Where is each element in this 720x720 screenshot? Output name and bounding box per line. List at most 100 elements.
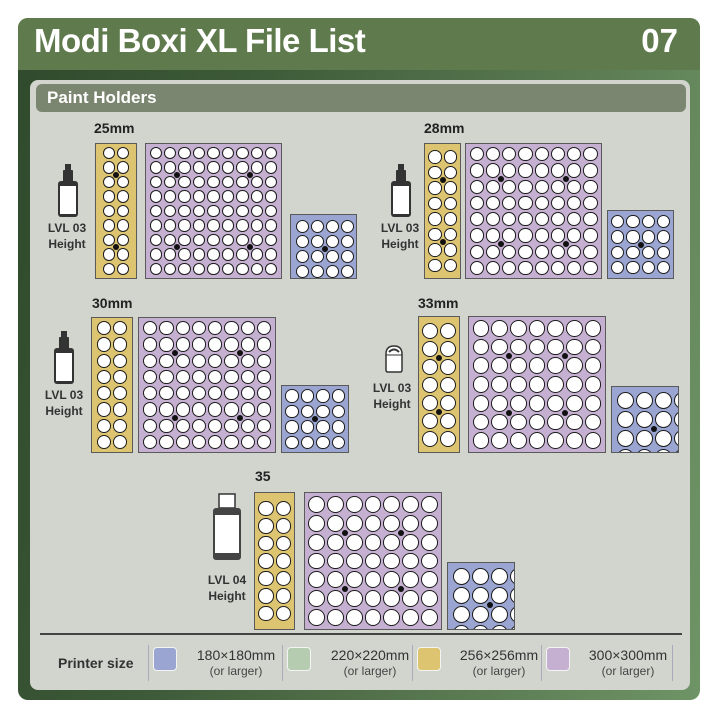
magnet-dot [439,177,446,183]
hole [113,321,128,336]
hole [224,402,239,417]
hole [308,533,325,551]
hole [656,245,670,259]
hole [250,190,264,203]
height-label-28mm: LVL 03 Height [375,220,425,252]
hole [117,190,130,203]
hole [472,357,490,375]
hole [655,411,672,428]
hole [472,568,489,585]
hole [326,220,339,233]
hole [102,190,115,203]
hole [285,389,299,403]
legend-swatch-300 [546,647,570,671]
hole [502,212,517,227]
hole [149,190,162,203]
hole [159,321,174,336]
hole [567,179,582,194]
hole [326,235,339,248]
magnet-dot [637,241,644,248]
hole [472,338,490,356]
hole [163,147,177,160]
hole [296,235,309,248]
hole [472,413,490,431]
hole [207,175,220,189]
hole [102,175,115,189]
hole [102,248,115,261]
height-caption: Height [373,397,411,411]
hole [491,568,508,585]
hole [383,552,401,570]
legend-title: Printer size [58,655,134,671]
hole [208,418,223,433]
legend-label-180: 180×180mm [196,647,276,663]
hole [485,260,500,275]
tray-300-28mm [465,143,602,279]
hole [326,609,344,626]
hole [583,228,598,243]
hole [469,163,484,178]
hole [236,175,249,189]
hole [175,386,190,401]
hole [316,404,330,418]
hole [502,195,517,210]
hole [440,394,456,411]
hole [472,606,489,623]
magnet-dot [651,426,657,432]
hole [383,533,401,551]
magnet-dot [439,239,446,245]
legend-sub-180: (or larger) [209,664,263,678]
hole [584,376,602,393]
hole [617,392,634,409]
hole [143,369,158,384]
hole [509,320,527,337]
hole [102,147,115,160]
magnet-dot [174,244,181,251]
hole [356,265,357,278]
hole [547,432,565,449]
hole [250,175,264,189]
hole [163,233,177,247]
hole [383,571,401,589]
hole [428,165,442,179]
hole [341,235,354,248]
magnet-dot [341,586,348,593]
hole [617,411,634,428]
hole [221,175,235,189]
hole [117,219,130,232]
hole [331,420,345,434]
hole [256,386,271,401]
hole [550,212,565,227]
hole [583,147,598,162]
tall-bottle-icon [213,493,241,560]
dropper-bottle-icon [58,164,78,217]
hole [345,609,363,626]
tray-180-35 [447,562,515,630]
height-label-30mm: LVL 03 Height [39,387,89,419]
hole [655,430,672,447]
hole [518,163,533,178]
hole [224,337,239,352]
hole [364,533,382,551]
hole [296,265,309,278]
hole [192,262,206,275]
hole [331,435,345,449]
magnet-dot [236,414,243,421]
hole [159,369,174,384]
hole [159,434,174,449]
hole [221,147,235,160]
hole [584,357,602,375]
hole [485,228,500,243]
hole [345,590,363,608]
hole [117,262,130,275]
hole [485,147,500,162]
hole [240,321,255,336]
hole [567,212,582,227]
hole [611,215,625,229]
hole [509,376,527,393]
hole [440,376,456,393]
hole [208,321,223,336]
hole [296,220,309,233]
hole [192,175,206,189]
hole [547,376,565,393]
